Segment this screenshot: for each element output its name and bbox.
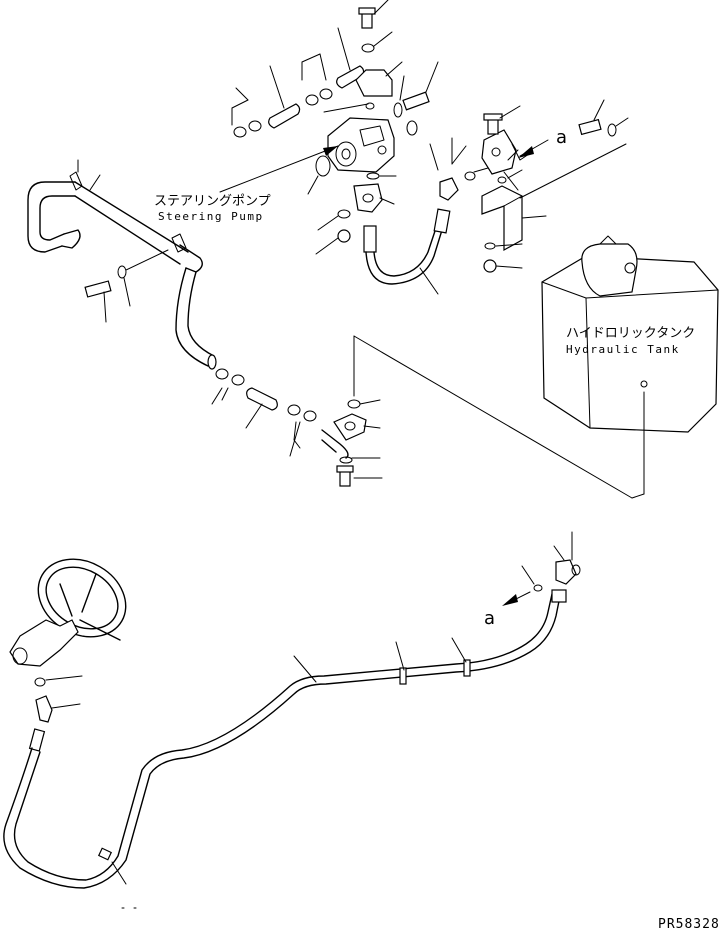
- hydraulic-tank: [541, 235, 719, 433]
- steering-pump: [307, 117, 397, 213]
- tank-outlet-elbow: [321, 399, 383, 487]
- pump-lower-hardware: [315, 209, 351, 255]
- clamp-group-upper: [231, 27, 365, 138]
- tank-connection-line: [353, 335, 645, 499]
- steering-pump-leader: [219, 145, 339, 193]
- reference-arrow-a-lower: [502, 591, 531, 606]
- steering-pump-label-en: Steering Pump: [158, 210, 264, 223]
- pump-mount-bolts: [393, 61, 439, 136]
- steering-wheel: [9, 558, 127, 667]
- drawing-code: PR58328: [658, 917, 720, 932]
- reference-a-upper: a: [556, 127, 567, 148]
- steering-pump-label-jp: ステアリングポンプ: [154, 194, 271, 209]
- steering-valve-fittings: [28, 675, 83, 752]
- steering-return-hose: [3, 593, 561, 909]
- valve-block: [481, 105, 533, 191]
- lower-right-fittings: [521, 531, 581, 603]
- hydraulic-tank-label-jp: ハイドロリックタンク: [566, 326, 695, 341]
- reference-a-lower: a: [484, 608, 495, 629]
- left-bolt-washer: [84, 249, 169, 323]
- hydraulic-tank-label-en: Hydraulic Tank: [566, 343, 680, 356]
- pump-top-fittings: [323, 0, 403, 113]
- suction-pipe: [27, 181, 217, 370]
- pipe-bracket-tabs: [69, 159, 187, 253]
- reference-arrow-a-upper: [518, 139, 549, 158]
- clamp-group-lower: [211, 368, 317, 457]
- pressure-hose: [363, 208, 451, 295]
- mounting-bracket: [481, 185, 547, 273]
- top-right-bolts: [519, 99, 629, 199]
- valve-elbow-fittings: [429, 137, 489, 201]
